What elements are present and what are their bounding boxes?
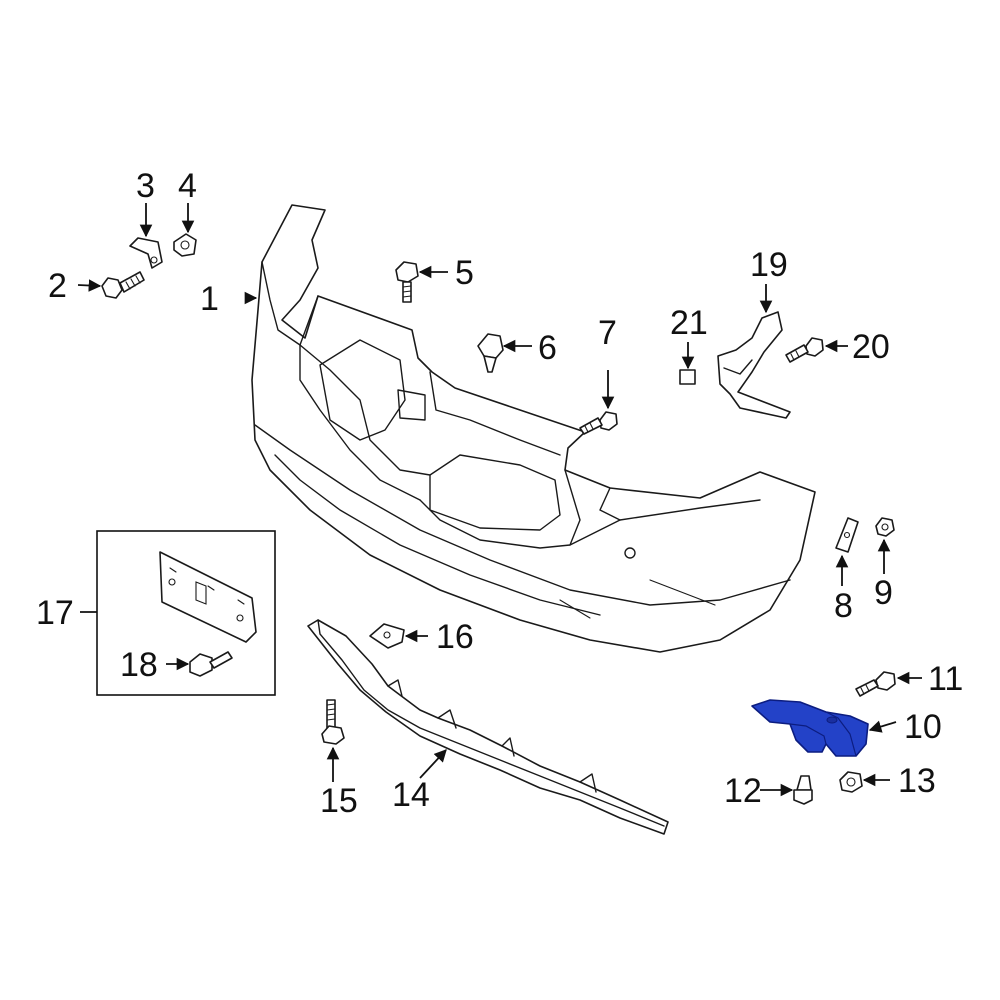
callout-21: 21 xyxy=(670,304,708,342)
nut-9 xyxy=(875,517,895,537)
callout-19: 19 xyxy=(750,246,788,284)
callout-11: 11 xyxy=(928,660,963,698)
callout-9: 9 xyxy=(874,574,893,612)
bumper-cover xyxy=(251,204,816,653)
callout-8: 8 xyxy=(834,587,853,625)
callout-18: 18 xyxy=(120,646,158,684)
inset-box-17 xyxy=(96,530,276,696)
bolt-11 xyxy=(855,671,896,697)
bolt-20 xyxy=(785,337,824,363)
callout-13: 13 xyxy=(898,762,936,800)
callout-3: 3 xyxy=(136,167,155,205)
callout-20: 20 xyxy=(852,328,890,366)
license-plate-bracket-17 xyxy=(159,551,257,643)
callout-15: 15 xyxy=(320,782,358,820)
callout-6: 6 xyxy=(538,329,557,367)
callout-7: 7 xyxy=(598,314,617,352)
pin-12 xyxy=(793,775,813,805)
callout-10: 10 xyxy=(904,708,942,746)
callout-12: 12 xyxy=(724,772,762,810)
callout-1: 1 xyxy=(200,280,219,318)
nut-4 xyxy=(173,233,197,257)
bracket-3 xyxy=(129,237,163,269)
lower-spoiler-14 xyxy=(307,619,669,835)
callout-labels: 1 2 3 4 5 6 7 8 9 10 11 12 13 14 15 16 1… xyxy=(36,167,963,820)
bolt-7 xyxy=(579,411,618,435)
callout-5: 5 xyxy=(455,254,474,292)
callout-14: 14 xyxy=(392,776,430,814)
stud-15 xyxy=(321,699,345,745)
screw-18 xyxy=(189,651,233,677)
nut-13 xyxy=(839,771,863,793)
leader-lines xyxy=(77,203,922,797)
callout-16: 16 xyxy=(436,618,474,656)
pad-21 xyxy=(679,369,696,385)
bolt-2 xyxy=(101,271,145,299)
clip-6 xyxy=(477,333,504,373)
bolt-5 xyxy=(395,261,419,303)
bracket-19 xyxy=(717,311,791,419)
plate-8 xyxy=(835,517,859,553)
bracket-10-highlighted xyxy=(751,699,869,757)
callout-2: 2 xyxy=(48,267,67,305)
callout-4: 4 xyxy=(178,167,197,205)
callout-17: 17 xyxy=(36,594,74,632)
clip-16 xyxy=(369,623,405,649)
